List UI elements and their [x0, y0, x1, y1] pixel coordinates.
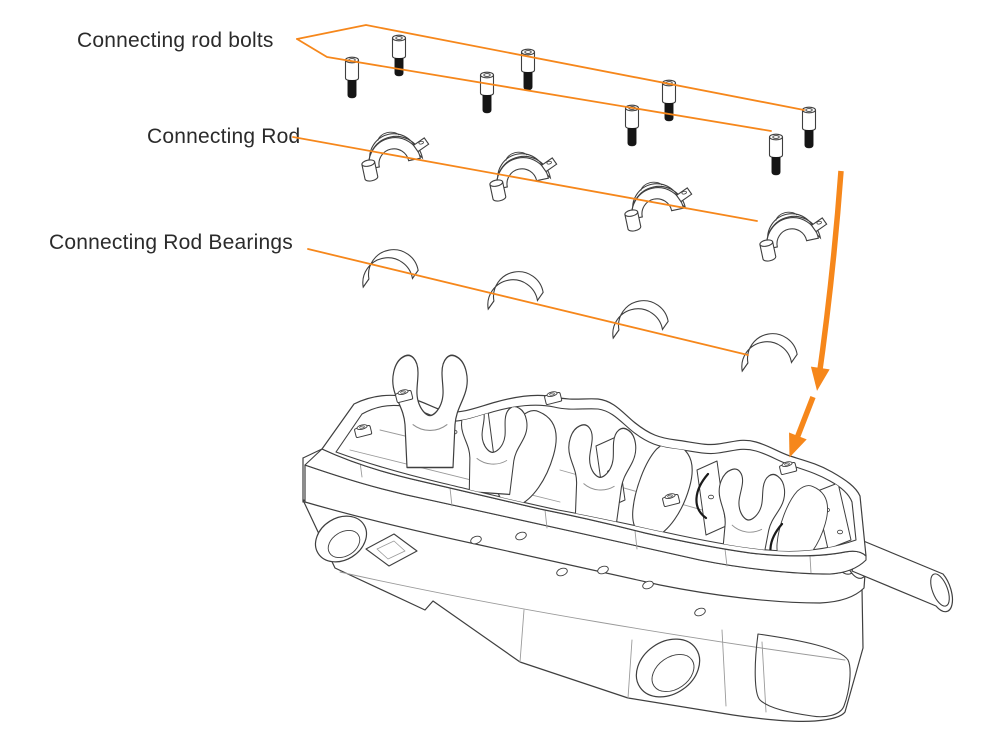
label-connecting-rod: Connecting Rod — [147, 125, 301, 148]
leader-line-bolts-upper — [296, 24, 805, 111]
crankcase-interior — [349, 405, 852, 551]
label-connecting-rod-bolts: Connecting rod bolts — [77, 29, 274, 52]
label-connecting-rod-bearings: Connecting Rod Bearings — [49, 231, 293, 254]
engine-block-illustration — [302, 354, 954, 722]
assembly-direction-arrow-lower — [789, 396, 816, 458]
leader-line-bearings — [307, 248, 749, 356]
connecting-rod-bearings-row — [357, 245, 799, 372]
leader-line-rod — [292, 136, 758, 222]
leader-line-bolts-lower — [296, 38, 772, 132]
assembly-direction-arrow-upper — [810, 170, 844, 391]
diamond-boss — [365, 533, 418, 567]
connecting-rod-caps-row — [355, 124, 833, 263]
flange-bolt-holes — [470, 531, 706, 617]
engine-block-lower-body — [302, 499, 864, 722]
